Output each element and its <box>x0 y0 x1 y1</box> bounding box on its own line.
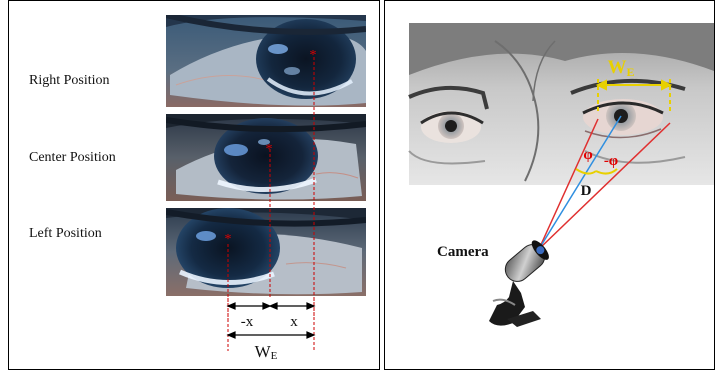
distance-label: D <box>581 183 592 199</box>
eye-width-dimension-arrow <box>228 332 314 338</box>
camera-geometry-diagram: WE φ -φ D Camera <box>385 1 715 370</box>
neg-x-label: -x <box>241 314 254 330</box>
neg-x-dimension-arrow <box>228 303 270 309</box>
camera-label: Camera <box>437 244 489 260</box>
webcam-illustration <box>489 238 552 327</box>
pos-x-label: x <box>290 314 298 330</box>
dimension-overlay: -x x WE <box>9 1 380 370</box>
pos-x-dimension-arrow <box>270 303 314 309</box>
angle-phi-label: φ <box>583 147 592 163</box>
eye-positions-panel: Right Position Center Position Left Posi… <box>8 0 380 370</box>
camera-geometry-panel: WE φ -φ D Camera <box>384 0 715 370</box>
eye-width-label: WE <box>255 342 278 362</box>
face-illustration <box>409 23 714 185</box>
angle-neg-phi-label: -φ <box>604 153 618 169</box>
